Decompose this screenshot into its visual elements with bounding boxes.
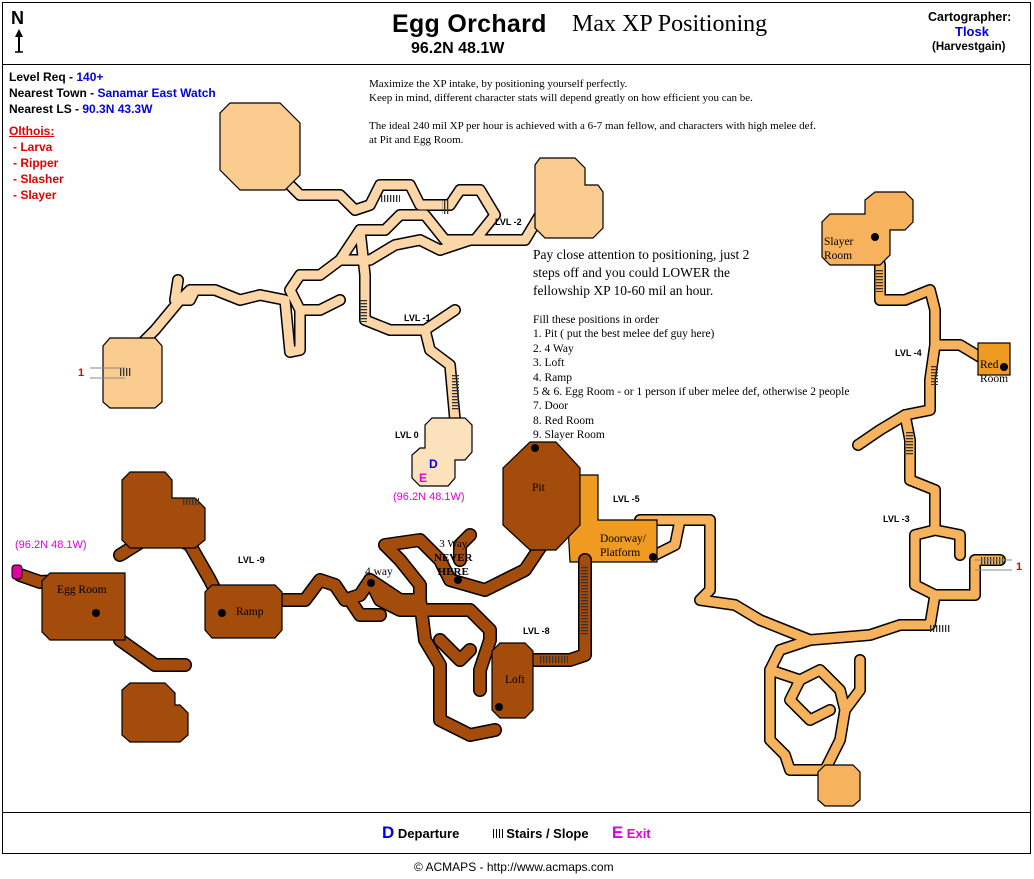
legend-departure: Departure — [397, 826, 460, 841]
position-dot-door — [649, 553, 657, 561]
position-dot-pit — [531, 444, 539, 452]
cartographer-label: Cartographer: — [928, 10, 1012, 24]
creatures-title: Olthois: — [9, 124, 55, 138]
stairs-icon — [492, 829, 503, 838]
portal-marker-right: 1 — [1016, 561, 1023, 573]
level-label: LVL -9 — [238, 555, 265, 565]
warning-line: fellowship XP 10-60 mil an hour. — [533, 283, 714, 298]
position-dot-4way — [367, 579, 375, 587]
map-frame — [2, 2, 1031, 854]
nearest-town: Nearest Town - Sanamar East Watch — [9, 86, 216, 100]
departure-marker: D — [429, 457, 438, 471]
level-label: LVL -3 — [883, 514, 910, 524]
creature-item: - Slasher — [13, 172, 64, 186]
position-dot-ramp — [218, 609, 226, 617]
room-label-3way: 3 Way NEVER HERE — [434, 538, 473, 578]
room-label-eggroom: Egg Room — [57, 584, 107, 596]
position-dot-egg — [92, 609, 100, 617]
map-title: Egg Orchard — [392, 10, 547, 38]
position-order: Fill these positions in order 1. Pit ( p… — [533, 313, 850, 443]
portal-marker-left: 1 — [78, 367, 85, 379]
north-label: N — [11, 8, 24, 28]
order-item: 8. Red Room — [533, 414, 595, 427]
room-label-pit: Pit — [532, 482, 545, 494]
map-coords: 96.2N 48.1W — [411, 40, 505, 57]
legend-exit-icon: E — [611, 823, 624, 842]
nearest-ls: Nearest LS - 90.3N 43.3W — [9, 102, 153, 116]
level-label: LVL 0 — [395, 430, 419, 440]
warning-line: steps off and you could LOWER the — [533, 265, 730, 280]
note-line: Keep in mind, different character stats … — [369, 92, 753, 104]
room-label-doorway: Doorway/Platform — [600, 533, 646, 559]
position-dot-slayer — [871, 233, 879, 241]
room-label-loft: Loft — [505, 674, 525, 686]
coords-label-center: (96.2N 48.1W) — [393, 491, 465, 503]
order-item: 2. 4 Way — [533, 342, 574, 355]
footer-copyright: © ACMAPS - http://www.acmaps.com — [414, 860, 614, 874]
order-title: Fill these positions in order — [533, 314, 659, 326]
note-line: at Pit and Egg Room. — [369, 134, 464, 146]
position-dot-loft — [495, 703, 503, 711]
level-label: LVL -4 — [895, 348, 922, 358]
header-divider — [2, 64, 1031, 65]
level-req: Level Req - 140+ — [9, 70, 104, 84]
creature-item: - Larva — [13, 140, 53, 154]
note-line: The ideal 240 mil XP per hour is achieve… — [369, 120, 816, 132]
exit-marker: E — [419, 471, 428, 485]
info-block: Level Req - 140+ Nearest Town - Sanamar … — [9, 69, 216, 203]
order-item: 3. Loft — [533, 357, 565, 370]
level-label: LVL -1 — [404, 313, 431, 323]
level-label: LVL -8 — [523, 626, 550, 636]
position-dot-3way — [454, 576, 462, 584]
order-item: 5 & 6. Egg Room - or 1 person if uber me… — [533, 386, 850, 399]
note-line: Maximize the XP intake, by positioning y… — [369, 78, 628, 90]
creature-item: - Slayer — [13, 188, 57, 202]
legend: D Departure Stairs / Slope E Exit — [382, 823, 651, 843]
order-item: 7. Door — [533, 400, 569, 413]
cartographer-name: Tlosk — [955, 24, 989, 39]
coords-label-left: (96.2N 48.1W) — [15, 539, 87, 551]
level-label: LVL -2 — [495, 217, 522, 227]
map-subtitle: Max XP Positioning — [572, 11, 768, 37]
legend-divider — [2, 812, 1031, 813]
order-item: 4. Ramp — [533, 371, 572, 384]
room-label-4way: 4 way — [365, 566, 393, 578]
level-label: LVL -5 — [613, 494, 640, 504]
legend-exit: Exit — [626, 826, 651, 841]
room-label-ramp: Ramp — [236, 606, 264, 618]
creature-item: - Ripper — [13, 156, 59, 170]
cartographer-server: (Harvestgain) — [932, 41, 1006, 53]
legend-departure-icon: D — [382, 823, 395, 842]
warning-line: Pay close attention to positioning, just… — [533, 247, 750, 262]
position-dot-red — [1000, 363, 1008, 371]
warning-notes: Pay close attention to positioning, just… — [533, 246, 749, 300]
order-item: 1. Pit ( put the best melee def guy here… — [533, 328, 715, 341]
intro-notes: Maximize the XP intake, by positioning y… — [369, 77, 816, 147]
legend-stairs: Stairs / Slope — [506, 826, 589, 841]
order-item: 9. Slayer Room — [533, 429, 605, 442]
